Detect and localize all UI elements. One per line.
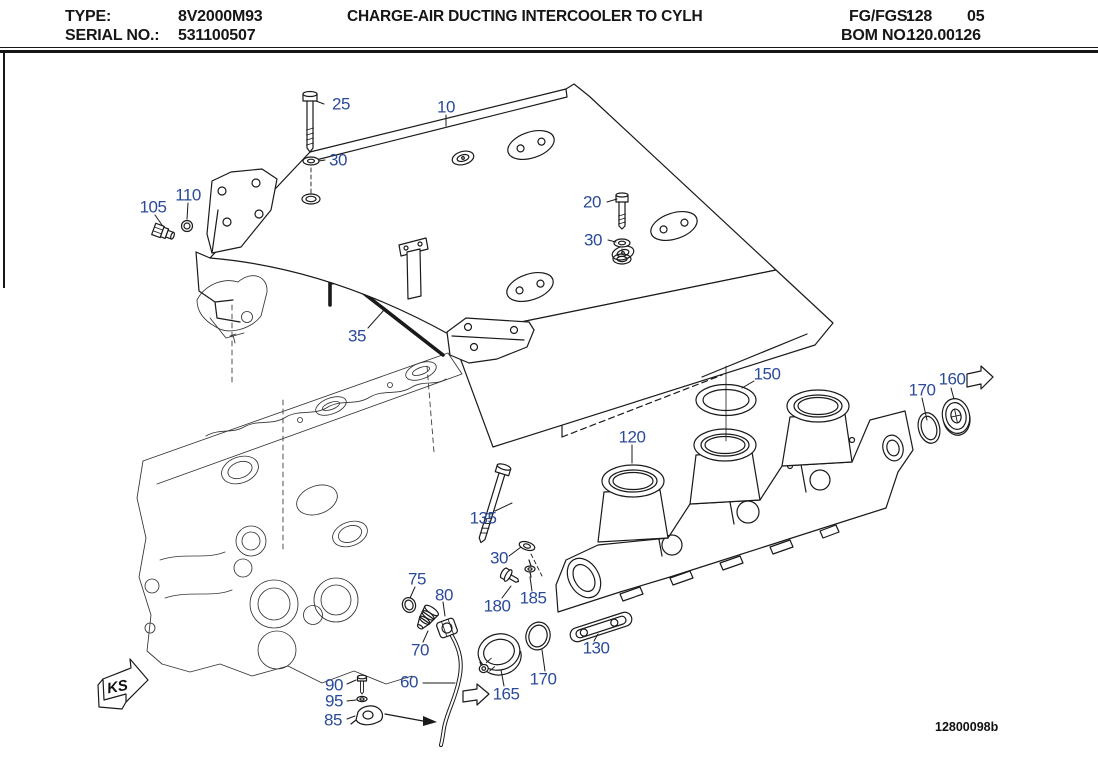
clamp-85-icon [350, 705, 384, 726]
plug-165-icon [477, 633, 522, 676]
callout-150: 150 [753, 364, 781, 384]
page-title: CHARGE-AIR DUCTING INTERCOOLER TO CYLH [347, 8, 703, 25]
bom-value: 120.00126 [907, 27, 981, 44]
header-rule-thin [0, 47, 1098, 48]
gasket-130-icon [569, 611, 633, 643]
seal-ring-150-icon [695, 365, 757, 442]
screw-180-icon [499, 567, 520, 583]
manifold-drawing [555, 389, 914, 613]
callout-170: 170 [908, 380, 936, 400]
sealing-ring-110-icon [180, 219, 194, 233]
duct-housing-drawing [195, 83, 834, 448]
callout-80: 80 [435, 585, 453, 605]
header-rule-thick [0, 50, 1098, 53]
callout-180: 180 [483, 596, 511, 616]
engine-block-drawing [136, 275, 463, 685]
callout-60: 60 [400, 672, 418, 692]
washer-30-lower-icon [518, 540, 543, 577]
cover-160-icon [941, 398, 971, 436]
callout-165: 165 [492, 684, 520, 704]
bolt-90-icon [356, 674, 368, 695]
callout-35: 35 [348, 326, 366, 346]
page-left-border [3, 53, 5, 288]
fg-value: 128 [906, 8, 933, 25]
callout-160: 160 [938, 369, 966, 389]
callout-105: 105 [139, 197, 167, 217]
callout-30: 30 [490, 548, 508, 568]
callout-30: 30 [584, 230, 602, 250]
bom-label: BOM NO.: [841, 27, 915, 44]
callout-30: 30 [329, 150, 347, 170]
callout-185: 185 [519, 588, 547, 608]
type-label: TYPE: [65, 8, 112, 25]
washer-185-icon [524, 559, 536, 578]
callout-85: 85 [324, 710, 342, 730]
fg-label: FG/FGS: [849, 8, 913, 25]
ks-arrow-label: KS [106, 677, 129, 697]
plug-105-icon [151, 222, 175, 240]
washer-30-mid-icon [612, 238, 632, 265]
pointer-arrow-icon [384, 713, 437, 726]
callout-90: 90 [325, 675, 343, 695]
type-value: 8V2000M93 [178, 8, 263, 25]
callout-120: 120 [618, 427, 646, 447]
callout-130: 130 [582, 638, 610, 658]
bolt-135-icon [478, 463, 512, 544]
callout-20: 20 [583, 192, 601, 212]
callout-95: 95 [325, 691, 343, 711]
callout-75: 75 [408, 569, 426, 589]
callout-135: 135 [469, 508, 497, 528]
callout-10: 10 [437, 97, 455, 117]
bolt-25-icon [302, 90, 318, 153]
o-ring-170-right-icon [917, 412, 941, 444]
union-70-icon [416, 604, 439, 630]
fg-value2: 05 [967, 8, 985, 25]
direction-arrow-165-icon [462, 683, 490, 706]
pipe-60-icon [439, 634, 463, 747]
direction-arrow-160-icon [966, 365, 994, 390]
callout-110: 110 [175, 185, 201, 205]
callout-25: 25 [332, 94, 350, 114]
callout-70: 70 [411, 640, 429, 660]
sealing-ring-75-icon [401, 597, 417, 613]
nut-80-icon [436, 617, 458, 639]
drawing-number: 12800098b [935, 720, 999, 734]
callout-170: 170 [529, 669, 557, 689]
washer-95-icon [356, 695, 368, 703]
leader-lines [154, 100, 955, 720]
ks-arrow-icon: KS [97, 658, 149, 710]
serial-value: 531100507 [178, 27, 256, 44]
o-ring-170-lower-icon [525, 621, 551, 651]
serial-label: SERIAL NO.: [65, 27, 160, 44]
